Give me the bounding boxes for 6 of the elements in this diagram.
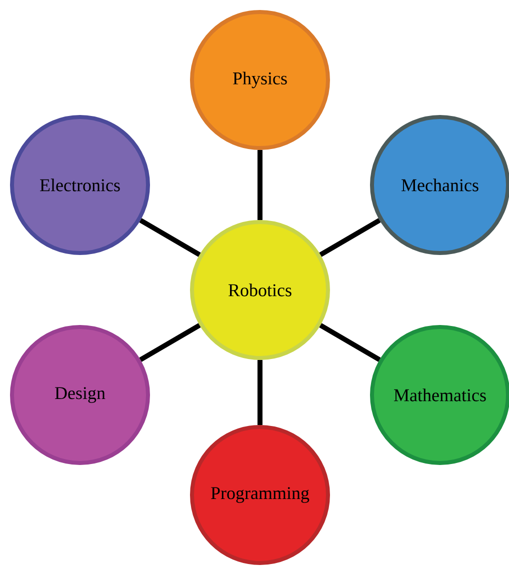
connector-line bbox=[258, 360, 262, 425]
connector-line bbox=[258, 150, 262, 220]
connector-line bbox=[319, 218, 381, 257]
connector-line bbox=[139, 218, 201, 257]
connector-line bbox=[139, 323, 201, 362]
connector-line bbox=[319, 323, 381, 362]
